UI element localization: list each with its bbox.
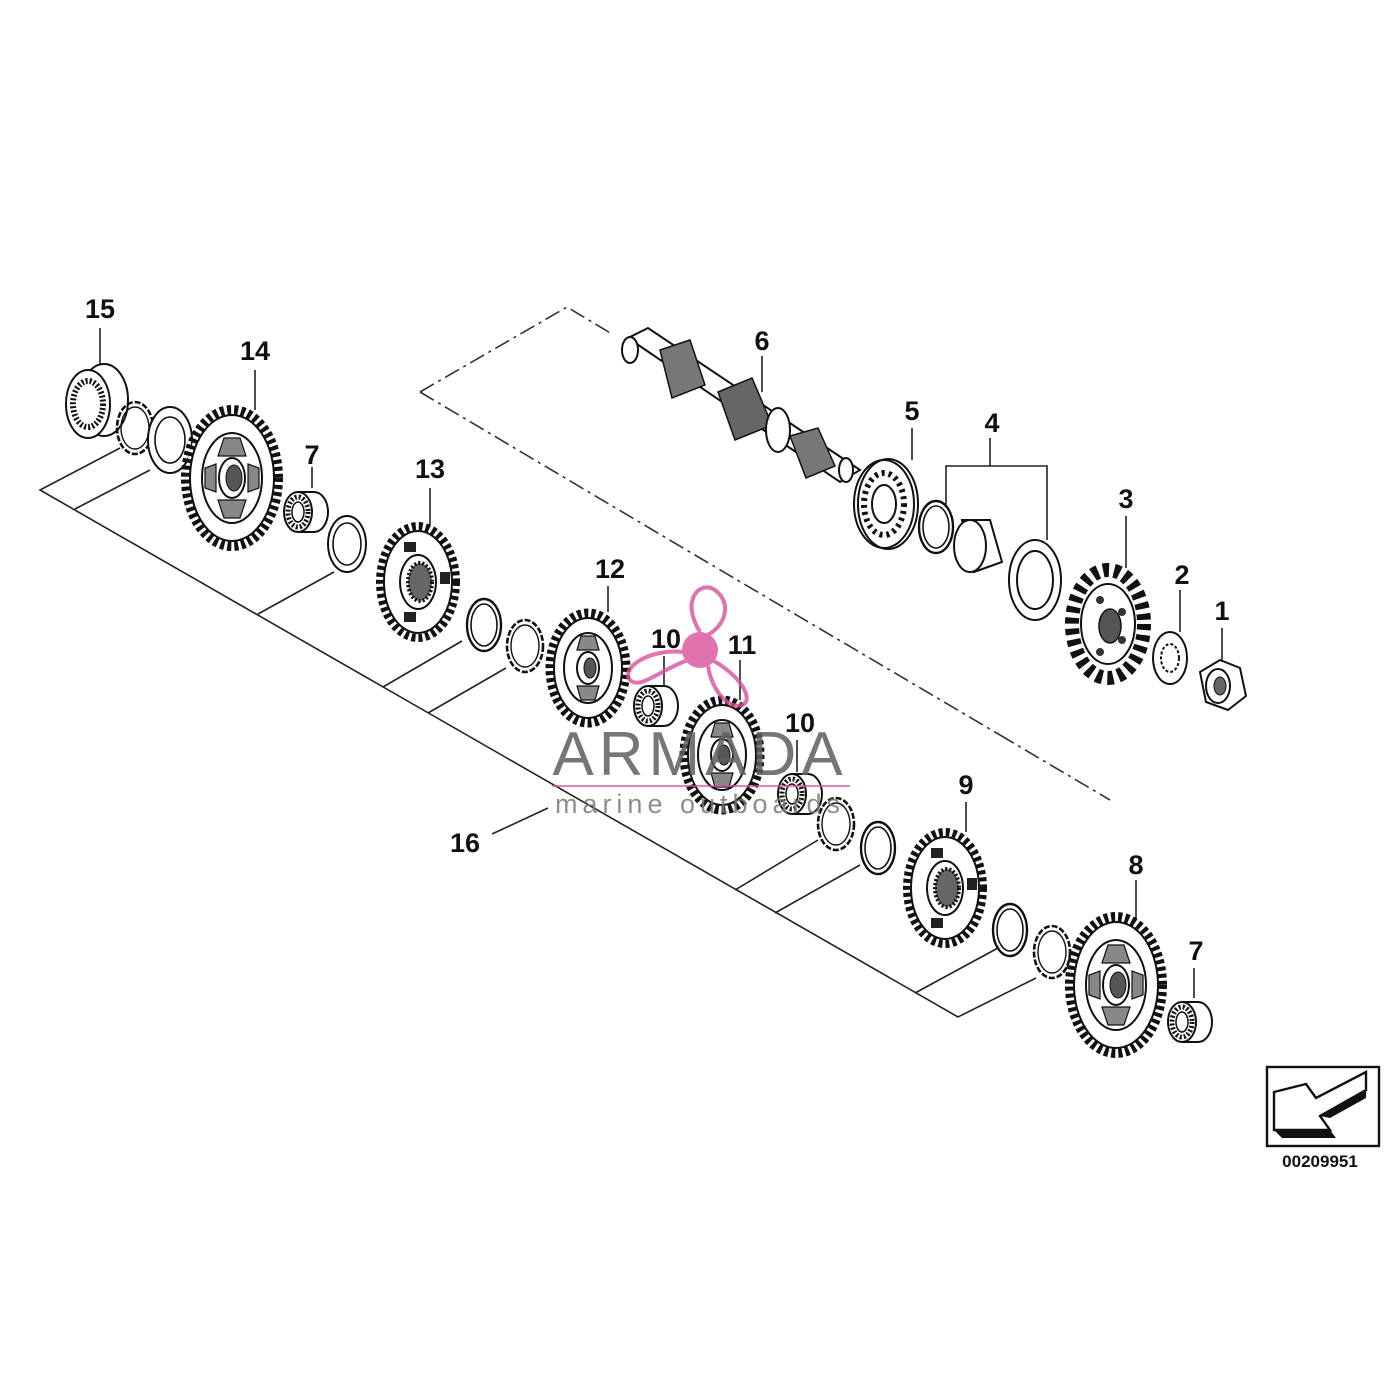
diagram-number: 00209951 [1282,1152,1358,1171]
callout-2: 2 [1174,560,1189,590]
needle-bearing-7 [1168,1002,1212,1042]
callout-13: 13 [415,454,445,484]
thrust-washer [991,902,1029,958]
leader [74,469,151,510]
needle-bearing-7 [284,492,328,532]
callout-7: 7 [304,440,319,470]
thrust-washer [327,515,367,573]
callout-8: 8 [1128,850,1143,880]
thrust-washer [147,406,193,474]
gear-group-outline [38,447,1037,1018]
collar-nut [1198,658,1248,712]
shaft-assembly-outline-left [419,391,1001,736]
front-direction-arrow-icon [1265,1065,1381,1148]
watermark-tagline: marine outboards [555,789,845,819]
thrust-washer [465,597,503,653]
callout-14: 14 [240,336,270,366]
callout-3: 3 [1118,484,1133,514]
callout-7: 7 [1188,936,1203,966]
callout-5: 5 [904,396,919,426]
shaft-assembly-outline [419,306,613,393]
callout-4: 4 [984,408,999,438]
needle-bearing-15 [65,363,129,439]
callout-9: 9 [958,770,973,800]
main-shaft [621,326,862,484]
leader [427,667,507,714]
propeller-logo-icon [626,585,749,708]
ball-bearing [853,458,919,550]
gear-13 [380,526,456,638]
callout-10: 10 [785,708,815,738]
callout-6: 6 [754,326,769,356]
shaft-assembly-outline-lower [999,734,1111,801]
leader [914,947,999,994]
gear-9 [907,832,983,944]
leader [774,864,861,914]
leader [257,571,335,615]
thrust-washer [859,820,897,876]
gear-12 [550,613,626,723]
callout-16: 16 [450,828,480,858]
callout-10: 10 [651,624,681,654]
watermark-brand: ARMADA [552,720,847,789]
callout-15: 15 [85,294,115,324]
circlip [1032,924,1072,980]
callout-12: 12 [595,554,625,584]
gear-14 [186,410,278,546]
circlip [505,618,545,674]
gear-8 [1070,917,1162,1053]
lock-washer [1152,631,1188,685]
leader [734,839,819,891]
output-sprocket [1065,563,1151,685]
callout-11: 11 [728,630,757,660]
spacer-rings [917,465,1062,621]
leader [382,640,463,688]
callout-1: 1 [1214,596,1229,626]
